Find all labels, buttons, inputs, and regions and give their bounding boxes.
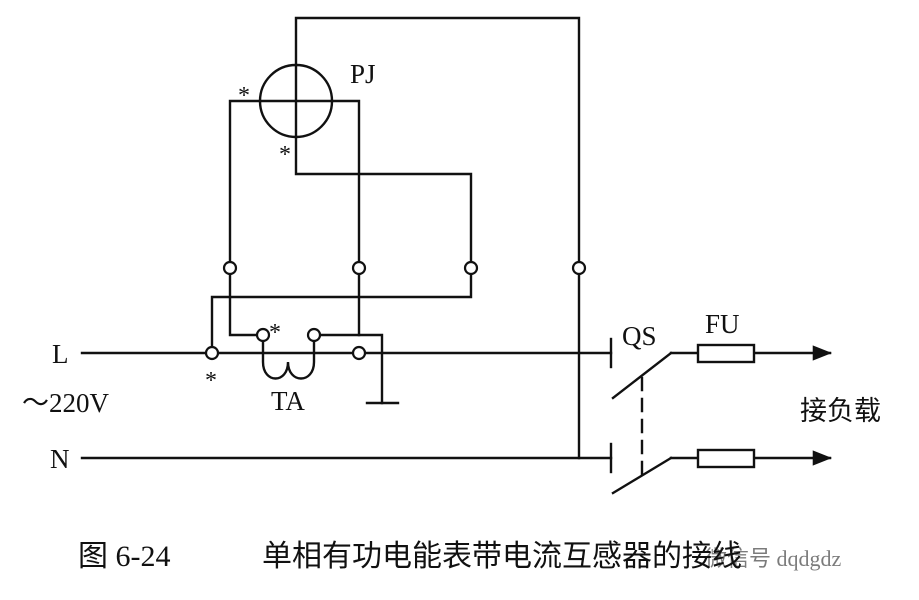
- ct-terminal-k1: [255, 327, 271, 343]
- neutral-label: N: [50, 444, 70, 474]
- polarity-mark-line: *: [205, 368, 217, 394]
- energy-meter: [258, 63, 334, 139]
- voltage-label: ～220V: [22, 388, 109, 418]
- ct-terminal-k2: [306, 327, 322, 343]
- switch-label: QS: [622, 321, 657, 351]
- load-label: 接负载: [800, 396, 881, 426]
- voltage-coil-top-wire: [294, 16, 581, 460]
- polarity-mark-meter-current: *: [238, 83, 250, 109]
- polarity-mark-meter-voltage: *: [279, 142, 291, 168]
- switch-qs: [609, 337, 673, 495]
- terminal-3: [463, 260, 479, 276]
- figure-title: 单相有功电能表带电流互感器的接线: [262, 540, 742, 573]
- terminal-2: [351, 260, 367, 276]
- terminals: [204, 260, 587, 361]
- fuse-N: [696, 448, 756, 469]
- terminal-1: [222, 260, 238, 276]
- line-terminal-right: [351, 345, 367, 361]
- current-coil-in-wire: [228, 99, 265, 337]
- ct-coil: [261, 333, 316, 380]
- watermark: 微信号 dqdgdz: [705, 546, 842, 571]
- meter-label: PJ: [350, 59, 376, 89]
- polarity-mark-ct: *: [269, 320, 281, 346]
- fuse-L: [696, 343, 756, 364]
- terminal-4: [571, 260, 587, 276]
- fuse-label: FU: [705, 309, 740, 339]
- line-label: L: [52, 339, 69, 369]
- ct-label: TA: [271, 386, 305, 416]
- figure-number: 图 6-24: [78, 540, 171, 573]
- line-terminal-left: [204, 345, 220, 361]
- voltage-coil-bottom-wire: [210, 135, 473, 355]
